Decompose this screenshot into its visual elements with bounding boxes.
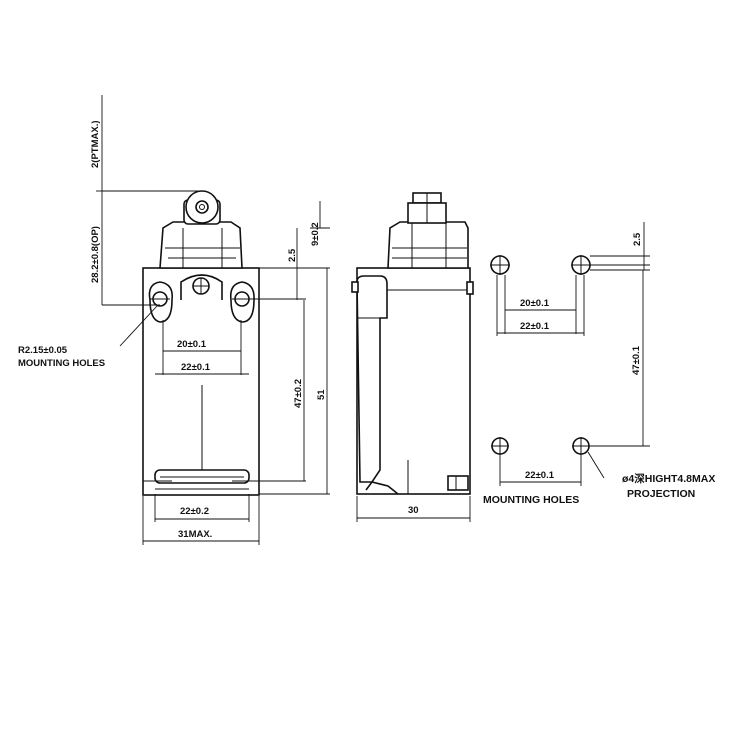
- dim-body-height-label: 51: [316, 389, 327, 400]
- dim-hole-offset-label: 2.5: [287, 248, 298, 262]
- front-view: 2(PTMAX.) 28.2±0.8(OP) 9±0.2 2.5 47±0.2 …: [18, 95, 330, 545]
- side-head: [387, 221, 469, 269]
- dim-depth-label: 30: [408, 505, 419, 516]
- pattern-outer-spacing-label: 22±0.1: [520, 321, 550, 332]
- actuator-head: [159, 221, 243, 269]
- projection-label: PROJECTION: [627, 488, 695, 500]
- projection-spec-label: ø4深HIGHT4.8MAX: [622, 472, 715, 485]
- hole-pattern: 2.5 47±0.1 20±0.1 22±0.1 22±0.1 MOUNTING…: [483, 222, 715, 506]
- hole-radius-label: R2.15±0.05: [18, 345, 68, 356]
- pattern-bottom-spacing-label: 22±0.1: [525, 470, 555, 481]
- side-conduit: [447, 475, 469, 491]
- roller: [185, 190, 219, 224]
- dim-inner-spacing-label: 20±0.1: [177, 339, 207, 350]
- side-cover: [356, 275, 388, 483]
- dim-outer-spacing-label: 22±0.1: [181, 362, 211, 373]
- pattern-offset-label: 2.5: [632, 232, 643, 246]
- bottom-slot: [154, 469, 250, 484]
- dim-body-width-label: 31MAX.: [178, 529, 212, 540]
- dim-bottom-spacing-label: 22±0.2: [180, 506, 209, 517]
- dim-hole-pitch-label: 47±0.2: [293, 379, 304, 408]
- side-view: 30: [351, 192, 474, 522]
- dim-operating-label: 28.2±0.8(OP): [90, 226, 101, 283]
- hole-mounting-label: MOUNTING HOLES: [18, 358, 105, 369]
- dim-overtravel-label: 2(PTMAX.): [90, 121, 101, 169]
- pattern-pitch-label: 47±0.1: [631, 345, 642, 375]
- pattern-inner-spacing-label: 20±0.1: [520, 298, 550, 309]
- plunger-recess: [180, 274, 223, 300]
- dim-roller-top-label: 9±0.2: [310, 222, 321, 246]
- pattern-mounting-label: MOUNTING HOLES: [483, 494, 579, 506]
